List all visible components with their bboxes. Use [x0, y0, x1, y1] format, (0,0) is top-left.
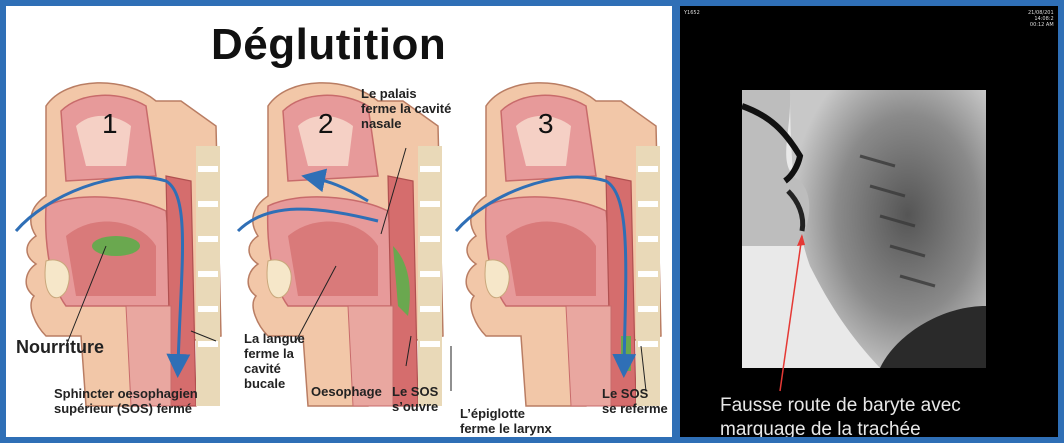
xray-panel: Y1652 21/08/201 14:08:2 00:12 AM Fausse … — [680, 6, 1058, 437]
head-cross-section-illustration — [6, 6, 672, 437]
swallowing-diagram-panel: Déglutition — [6, 6, 672, 437]
xray-image — [680, 6, 1058, 437]
head-step-1 — [16, 83, 221, 406]
step-number-3: 3 — [538, 108, 554, 140]
step-number-2: 2 — [318, 108, 334, 140]
label-sos-referme: Le SOS se referme — [602, 386, 668, 416]
step-number-1: 1 — [102, 108, 118, 140]
label-oesophage: Oesophage — [311, 384, 382, 399]
panel-divider — [672, 6, 680, 437]
food-bolus-1 — [92, 236, 140, 256]
label-sos-ouvre: Le SOS s’ouvre — [392, 384, 438, 414]
head-step-3 — [456, 83, 661, 406]
label-palais: Le palais ferme la cavité nasale — [361, 86, 451, 131]
label-nourriture: Nourriture — [16, 340, 104, 355]
label-epiglotte: L’épiglotte ferme le larynx — [460, 406, 552, 436]
label-langue: La langue ferme la cavité bucale — [244, 331, 305, 391]
label-sos-ferme: Sphincter oesophagien supérieur (SOS) fe… — [54, 386, 198, 416]
xray-caption: Fausse route de baryte avec marquage de … — [720, 394, 961, 437]
